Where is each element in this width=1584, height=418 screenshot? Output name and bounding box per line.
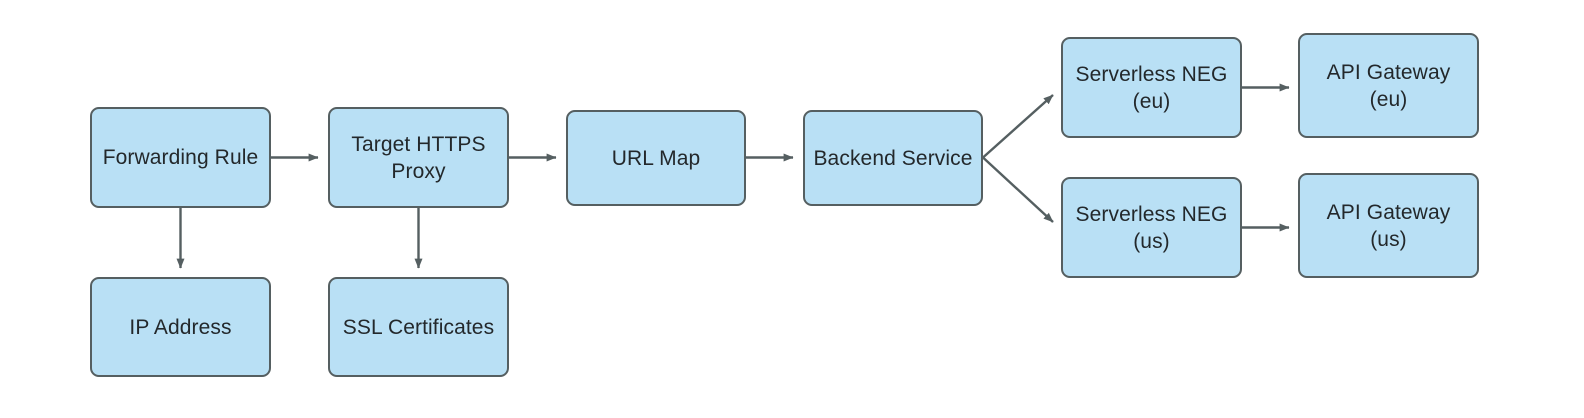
node-serverless-neg-eu-label: Serverless NEG (eu) <box>1075 62 1228 113</box>
node-api-gateway-eu-label: API Gateway (eu) <box>1326 60 1451 111</box>
node-ssl-certificates[interactable]: SSL Certificates <box>328 277 509 377</box>
node-api-gateway-eu[interactable]: API Gateway (eu) <box>1298 33 1479 138</box>
node-api-gateway-us[interactable]: API Gateway (us) <box>1298 173 1479 278</box>
node-ssl-certificates-label: SSL Certificates <box>342 315 495 339</box>
node-url-map-label: URL Map <box>611 146 701 170</box>
node-ip-address[interactable]: IP Address <box>90 277 271 377</box>
node-target-https-proxy[interactable]: Target HTTPS Proxy <box>328 107 509 208</box>
node-forwarding-rule-label: Forwarding Rule <box>102 146 259 169</box>
edge-backend-service-to-serverless-neg-us <box>982 156 1054 223</box>
node-api-gateway-us-label: API Gateway (us) <box>1326 200 1451 251</box>
edge-backend-service-to-serverless-neg-eu <box>982 94 1054 159</box>
node-serverless-neg-eu[interactable]: Serverless NEG (eu) <box>1061 37 1242 138</box>
node-ip-address-label: IP Address <box>129 315 232 339</box>
node-backend-service[interactable]: Backend Service <box>803 110 983 206</box>
node-backend-service-label: Backend Service <box>813 146 973 170</box>
node-forwarding-rule[interactable]: Forwarding Rule <box>90 107 271 208</box>
node-url-map[interactable]: URL Map <box>566 110 746 206</box>
node-serverless-neg-us[interactable]: Serverless NEG (us) <box>1061 177 1242 278</box>
node-target-https-proxy-label: Target HTTPS Proxy <box>351 132 486 183</box>
node-serverless-neg-us-label: Serverless NEG (us) <box>1075 202 1228 253</box>
